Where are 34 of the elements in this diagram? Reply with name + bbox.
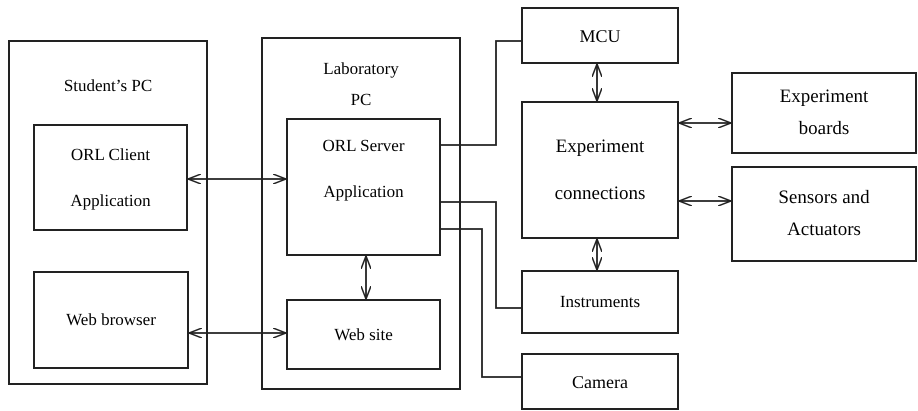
box-label: Instruments [560,291,640,313]
double-arrow [187,173,287,185]
computer-group-box [8,40,208,385]
double-arrow [678,195,732,207]
computer-group-box [261,37,461,390]
component-box [731,166,917,262]
component-box [286,118,441,256]
box-label: MCU [579,24,620,48]
component-box [521,270,679,334]
connector-line [441,228,521,378]
double-arrow [591,238,603,271]
box-label: Sensors and Actuators [777,186,871,242]
box-label: ORL Client Application [69,144,152,212]
component-box [731,72,917,154]
component-box [286,299,441,370]
double-arrow [591,63,603,102]
box-label: Experiment boards [778,85,870,141]
double-arrow [678,117,732,129]
box-label: Web browser [66,309,156,331]
component-box [33,271,189,369]
double-arrow [188,327,287,339]
box-label: Web site [334,324,393,346]
component-box [521,7,679,64]
component-box [521,101,679,239]
box-label: Camera [572,370,628,394]
component-box [33,124,188,231]
group-title: Laboratory PC [322,58,400,111]
connector-line [441,40,521,146]
component-box [521,353,679,410]
double-arrow [360,255,372,300]
box-label: Experiment connections [554,135,646,206]
connector-line [441,201,521,309]
box-label: ORL Server Application [322,135,406,203]
group-title: Student’s PC [64,75,152,97]
